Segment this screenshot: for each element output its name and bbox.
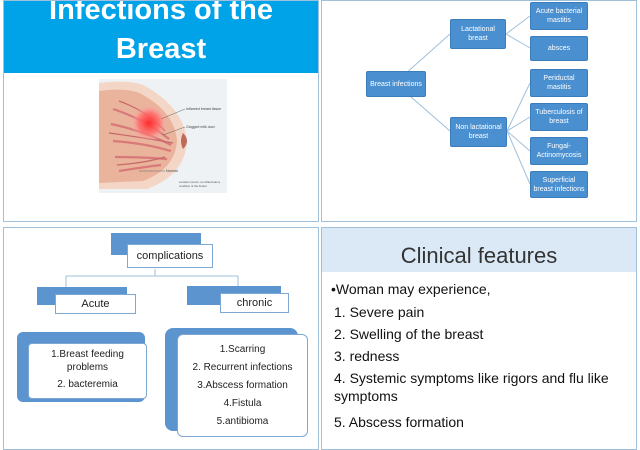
connector-nonlact-fungal [506,130,531,152]
clinical-intro: •Woman may experience, [331,281,491,297]
chronic-item-2: 2. Recurrent infections [192,361,293,373]
clinical-item-1: 1. Severe pain [334,304,425,320]
clinical-title: Clinical features [400,243,558,268]
title-slide: Infections of the Breast Inflamed breast… [3,0,319,222]
clinical-item-2: 2. Swelling of the breast [334,326,484,342]
connector-nonlact-periductal [506,82,531,132]
connector-lact-absces [505,33,531,49]
clinical-title-background [322,228,636,272]
node-superficial-infections: Superficial breast infections [530,171,588,198]
complications-heading: complications [127,244,213,268]
nipple [181,133,187,149]
breast-illustration: Inflamed breast tissue Clogged milk duct… [99,79,227,193]
acute-item-2: 2. bacteremia [57,379,118,390]
chronic-list: 1.Scarring 2. Recurrent infections 3.Abs… [177,334,308,437]
node-breast-infections: Breast infections [366,71,426,97]
slide-title-line2: Breast [115,33,207,65]
connector-nonlact-superficial [506,130,531,185]
flowchart-connectors [394,15,531,185]
complications-slide: complications Acute chronic 1.Breast fee… [3,227,319,450]
node-tuberculosis: Tuberculosis of breast [530,103,588,131]
classification-slide: Breast infections Lactational breast Non… [321,0,637,222]
clinical-item-3: 3. redness [334,348,400,364]
slide-title-line1: Infections of the [49,0,273,26]
node-periductal-mastitis: Periductal mastitis [530,69,588,97]
node-acute-bacterial-mastitis: Acute bacterial mastitis [530,2,588,30]
chronic-item-5: 5.antibioma [216,415,269,427]
acute-list: 1.Breast feeding problems 2. bacteremia [28,343,147,399]
caption-line2: condition of the breast [179,184,207,188]
connector-nonlact-tb [506,116,531,132]
label-clogged: Clogged milk duct [186,125,215,129]
clinical-item-5: 5. Abscess formation [334,414,464,430]
chronic-heading: chronic [220,293,289,313]
node-absces: absces [530,36,588,61]
acute-heading: Acute [55,294,136,314]
chronic-item-3: 3.Abscess formation [197,379,288,391]
caption-line1: Location source: an inflammatory [179,180,221,184]
node-lactational: Lactational breast [450,19,506,49]
title-banner: Infections of the Breast [4,1,318,73]
clinical-features-slide: Clinical features •Woman may experience,… [321,227,637,450]
clinical-item-4: 4. Systemic symptoms like rigors and flu… [334,370,609,404]
connector-lact-acute [505,15,531,35]
acute-item-1: 1.Breast feeding problems [51,349,124,373]
label-normal: Normal [166,169,178,173]
chronic-item-1: 1.Scarring [219,343,266,355]
node-non-lactational: Non lactational breast [450,117,507,147]
breast-anatomy-graphic: Inflamed breast tissue Clogged milk duct… [99,79,227,193]
chronic-item-4: 4.Fistula [223,397,262,409]
inflamed-area [131,105,167,141]
node-fungal-actinomycosis: Fungal- Actinomycosis [530,137,588,165]
label-inflamed: Inflamed breast tissue [186,107,221,111]
